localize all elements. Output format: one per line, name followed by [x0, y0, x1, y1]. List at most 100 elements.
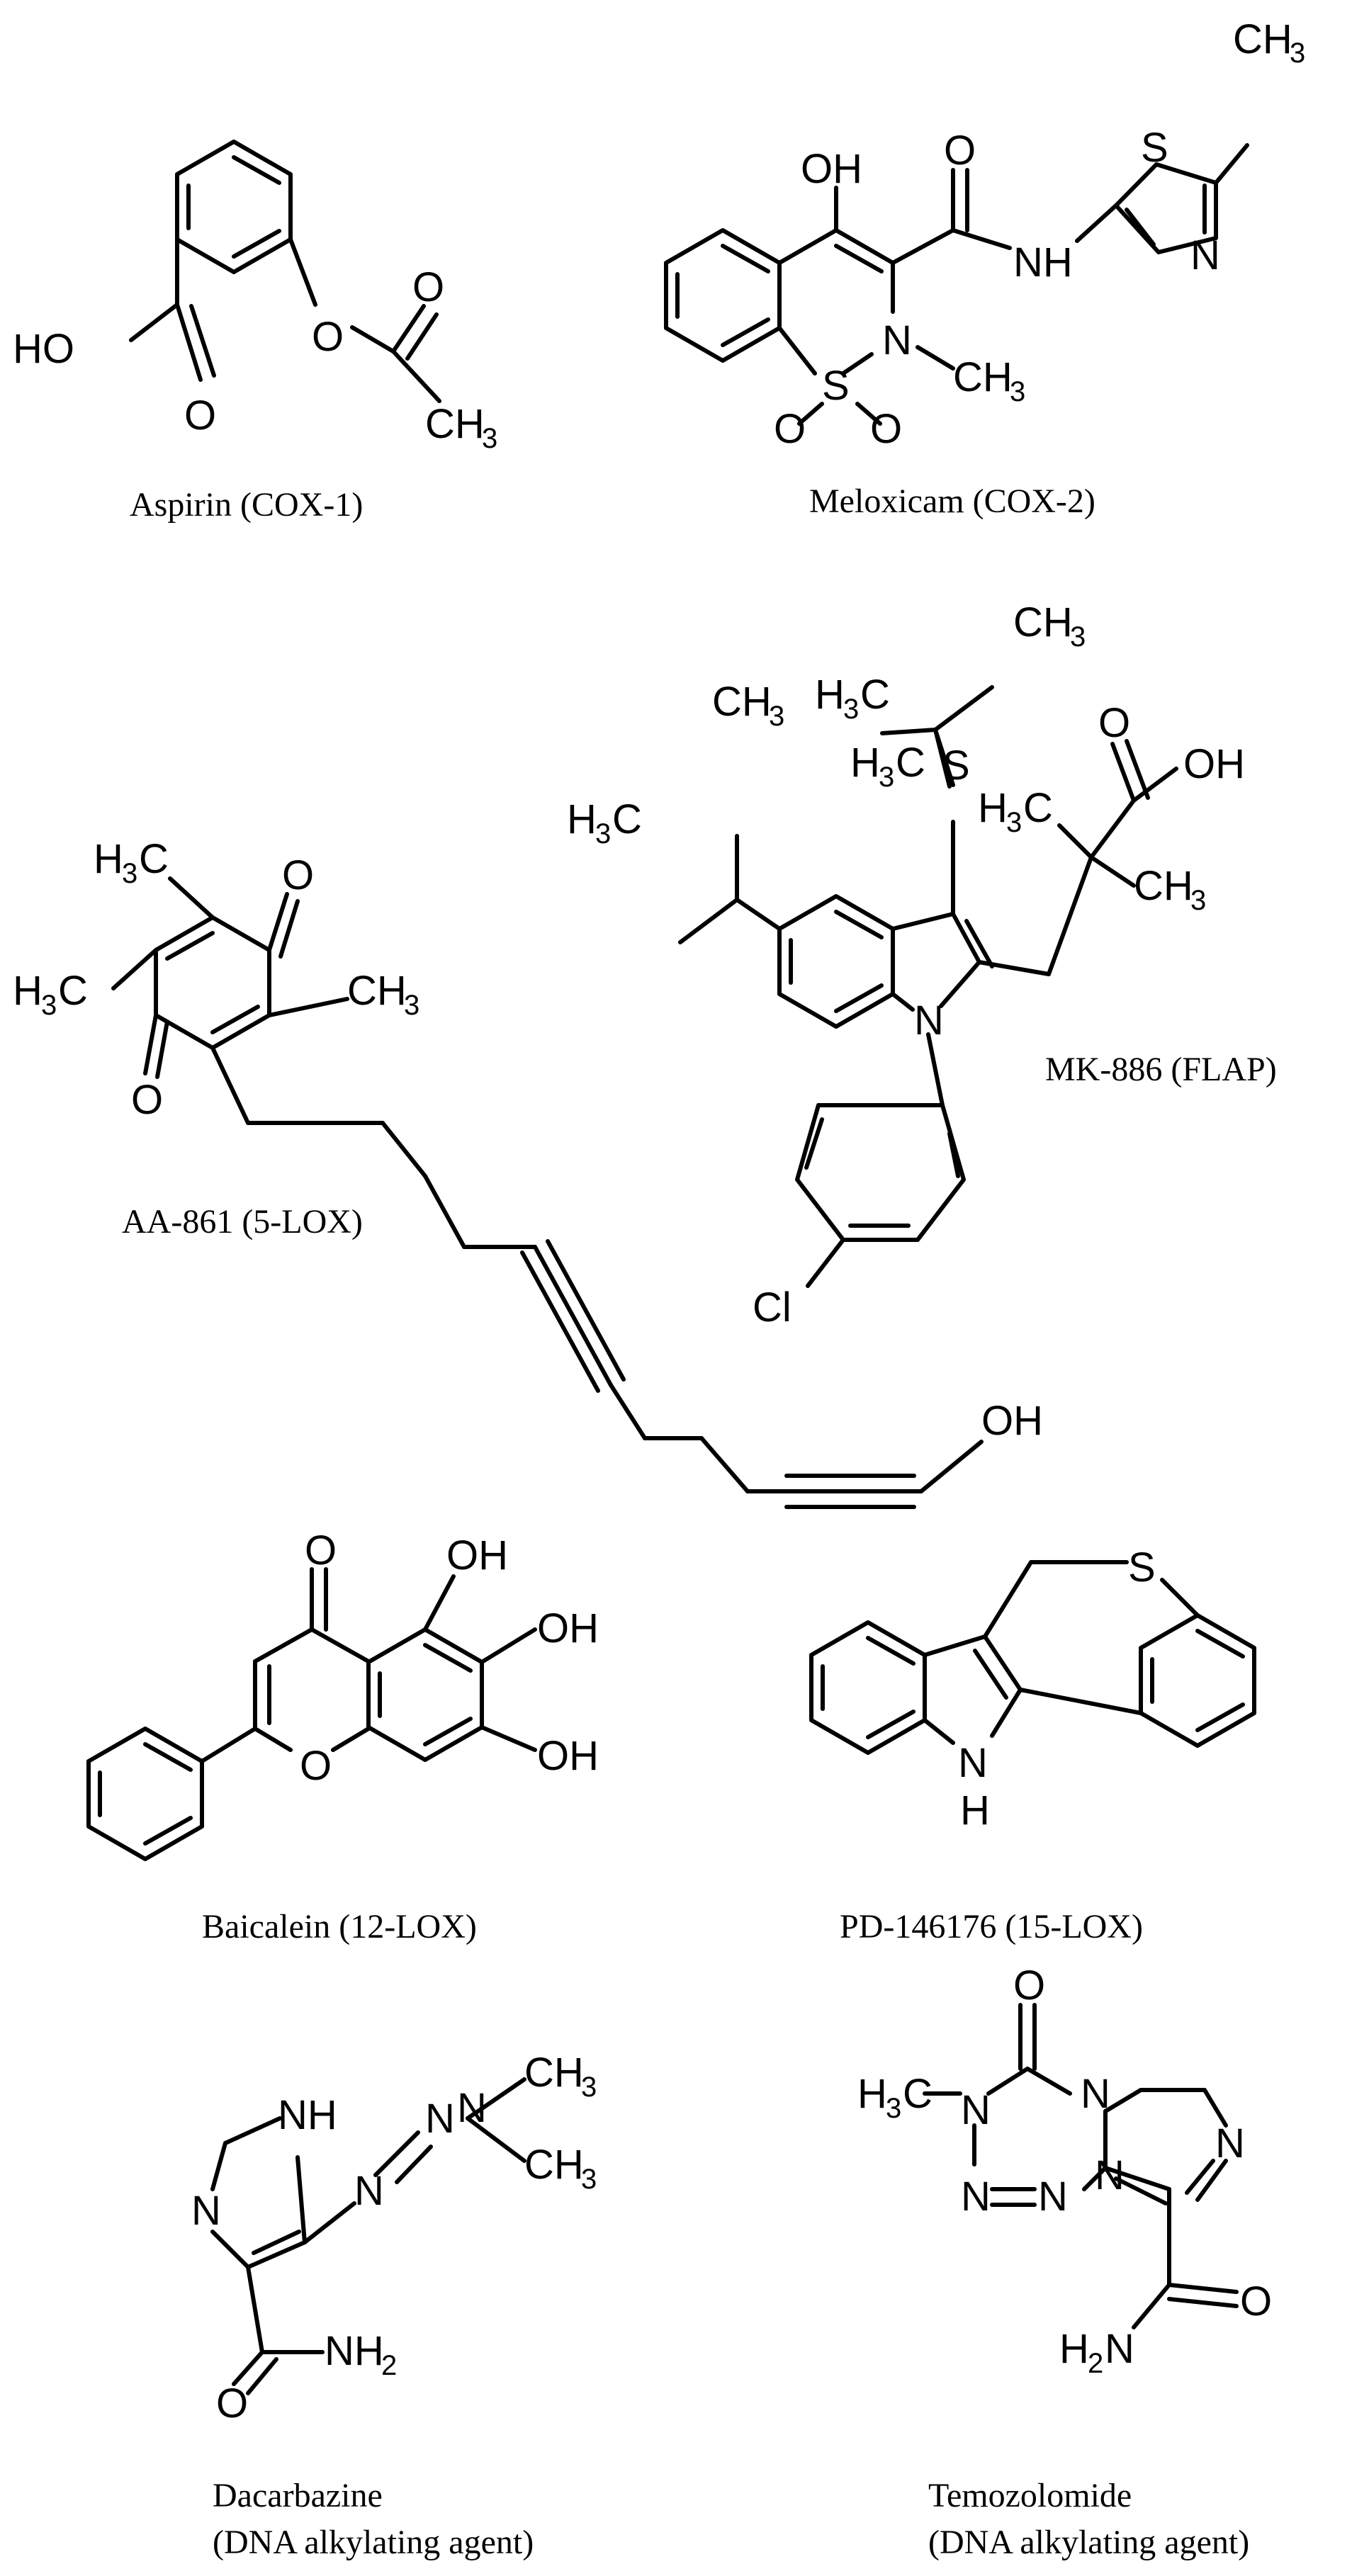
aa861-top-methyl-h-label: H [94, 836, 123, 882]
mk886-atom-labels: CH 3 H 3 C S H 3 C O OH H 3 C CH 3 CH 3 … [567, 599, 1245, 1331]
mk886-caption: MK-886 (FLAP) [1045, 1051, 1277, 1088]
dacarbazine-methyl-top-label: CH [524, 2050, 584, 2096]
mk886-isopropyl-methyl-left-h-label: H [567, 796, 597, 842]
temozolomide-ring-n-label: N [1095, 2152, 1125, 2198]
aspirin-carbonyl-o-label: O [184, 392, 216, 439]
baicalein-atom-labels: O OH OH OH O [300, 1527, 599, 1789]
meloxicam-thiazole-n-label: N [1190, 232, 1220, 278]
baicalein-carbonyl-o-label: O [305, 1527, 337, 1574]
temozolomide-atom-labels: O H 3 C N N N N N N O H 2 N [857, 1962, 1272, 2379]
meloxicam-caption: Meloxicam (COX-2) [809, 482, 1095, 520]
aa861-top-carbonyl-o-label: O [282, 852, 314, 898]
aa861-atom-labels: H 3 C O H 3 C CH 3 O OH [13, 836, 1043, 1444]
temozolomide-n3-label: N [961, 2087, 991, 2133]
meloxicam-sulfur-label: S [822, 363, 850, 409]
aa861-right-methyl-label: CH [347, 968, 407, 1014]
temozolomide-n2-label: N [961, 2174, 991, 2220]
dacarbazine-amide-nh-label: NH [325, 2328, 384, 2374]
meloxicam-amide-nh-label: NH [1013, 239, 1073, 286]
meloxicam-thiazole-methyl-subscript: 3 [1290, 38, 1305, 69]
mk886-tbu-methyl-left-subscript: 3 [843, 694, 859, 725]
temozolomide-carbonyl-o-label: O [1013, 1962, 1045, 2009]
mk886-tbu-methyl-lower-h-label: H [850, 740, 880, 786]
meloxicam-thiazole-methyl-label: CH [1233, 16, 1292, 62]
aspirin-ester-o-label: O [312, 314, 344, 360]
aspirin-bonds [129, 140, 441, 403]
aa861-bottom-carbonyl-o-label: O [131, 1077, 163, 1123]
dacarbazine-amide-subscript: 2 [381, 2350, 397, 2381]
temozolomide-methyl-subscript: 3 [886, 2093, 901, 2124]
aspirin-atom-labels: HO O O O CH 3 [13, 264, 497, 454]
aa861-top-methyl-c-label: C [139, 836, 169, 882]
pd146176-indole-n-label: N [958, 1740, 988, 1786]
meloxicam-sulfonyl-o1-label: O [774, 406, 806, 452]
mk886-structure: CH 3 H 3 C S H 3 C O OH H 3 C CH 3 CH 3 … [567, 599, 1277, 1331]
temozolomide-methyl-c-label: C [903, 2071, 933, 2117]
mk886-gem-methyl-right-label: CH [1134, 863, 1193, 909]
aspirin-hydroxyl-label: HO [13, 326, 74, 372]
dacarbazine-methyl-top-subscript: 3 [581, 2072, 597, 2103]
pd146176-structure: S N H PD-146176 (15-LOX) [809, 1544, 1256, 1945]
temozolomide-n1-label: N [1038, 2174, 1068, 2220]
aspirin-structure: HO O O O CH 3 Aspirin (COX-1) [13, 140, 497, 524]
dacarbazine-imidazole-n-label: N [191, 2188, 221, 2234]
mk886-isopropyl-methyl-left-subscript: 3 [595, 818, 611, 849]
meloxicam-n-methyl-label: CH [953, 354, 1013, 400]
baicalein-oh6-label: OH [537, 1605, 599, 1651]
baicalein-structure: O OH OH OH O Baicalein (12-LOX) [86, 1527, 599, 1945]
temozolomide-structure: O H 3 C N N N N N N O H 2 N Temozolomide… [857, 1962, 1272, 2561]
temozolomide-amide-n-label: N [1105, 2326, 1134, 2372]
mk886-isopropyl-methyl-left-c-label: C [612, 796, 642, 842]
meloxicam-bonds [664, 143, 1249, 426]
mk886-acid-oh-label: OH [1183, 741, 1245, 787]
meloxicam-sulfonyl-o2-label: O [870, 406, 902, 452]
meloxicam-thiazole-s-label: S [1141, 125, 1168, 171]
mk886-gem-methyl-left-h-label: H [978, 785, 1008, 831]
mk886-indole-n-label: N [914, 998, 944, 1044]
temozolomide-amide-subscript: 2 [1088, 2348, 1103, 2379]
meloxicam-structure: OH O NH S N CH 3 N S O O CH 3 Meloxicam … [664, 16, 1305, 520]
meloxicam-hydroxyl-label: OH [801, 146, 862, 192]
mk886-gem-methyl-left-c-label: C [1023, 785, 1053, 831]
dacarbazine-bonds [210, 2077, 526, 2395]
dacarbazine-carbonyl-o-label: O [216, 2380, 248, 2427]
dacarbazine-dimethyl-n-label: N [457, 2085, 487, 2131]
temozolomide-bonds [923, 2003, 1239, 2329]
pd146176-bonds [809, 1560, 1256, 1755]
baicalein-oh7-label: OH [537, 1733, 599, 1779]
dacarbazine-triazene-n2-label: N [425, 2096, 455, 2142]
dacarbazine-atom-labels: NH N N N CH 3 CH 3 N O NH 2 [191, 2050, 597, 2427]
baicalein-ring-o-label: O [300, 1743, 332, 1789]
meloxicam-ring-n-label: N [882, 317, 912, 363]
meloxicam-atom-labels: OH O NH S N CH 3 N S O O CH 3 [774, 16, 1305, 452]
mk886-tbu-methyl-left-h-label: H [815, 672, 845, 718]
aspirin-methyl-label: CH [425, 401, 485, 447]
dacarbazine-triazene-n1-label: N [354, 2168, 384, 2214]
mk886-gem-methyl-left-subscript: 3 [1006, 807, 1022, 838]
temozolomide-caption-note: (DNA alkylating agent) [928, 2524, 1249, 2561]
temozolomide-amide-o-label: O [1240, 2278, 1272, 2324]
mk886-tbu-methyl-left-c-label: C [860, 672, 890, 718]
temozolomide-methyl-h-label: H [857, 2071, 887, 2117]
mk886-tbu-methyl-lower-subscript: 3 [879, 762, 894, 793]
temozolomide-imidazole-n-label: N [1215, 2120, 1245, 2167]
aa861-bonds [111, 876, 984, 1509]
aspirin-caption: Aspirin (COX-1) [130, 486, 363, 524]
baicalein-caption: Baicalein (12-LOX) [202, 1908, 477, 1945]
temozolomide-caption: Temozolomide [928, 2477, 1132, 2514]
aa861-left-methyl-c-label: C [58, 968, 88, 1014]
pd146176-indole-h-label: H [960, 1787, 990, 1834]
aa861-right-methyl-subscript: 3 [404, 990, 419, 1021]
temozolomide-bridge-n-label: N [1081, 2071, 1110, 2117]
pd146176-sulfur-label: S [1128, 1544, 1156, 1591]
dacarbazine-structure: NH N N N CH 3 CH 3 N O NH 2 Dacarbazine … [191, 2050, 597, 2561]
mk886-sulfur-label: S [942, 742, 970, 789]
mk886-tbu-methyl-lower-c-label: C [896, 740, 925, 786]
meloxicam-n-methyl-subscript: 3 [1010, 376, 1025, 407]
meloxicam-carbonyl-o-label: O [944, 128, 976, 174]
temozolomide-amide-h-label: H [1059, 2326, 1089, 2372]
aspirin-acetyl-o-label: O [412, 264, 444, 310]
mk886-gem-methyl-right-subscript: 3 [1190, 885, 1206, 916]
